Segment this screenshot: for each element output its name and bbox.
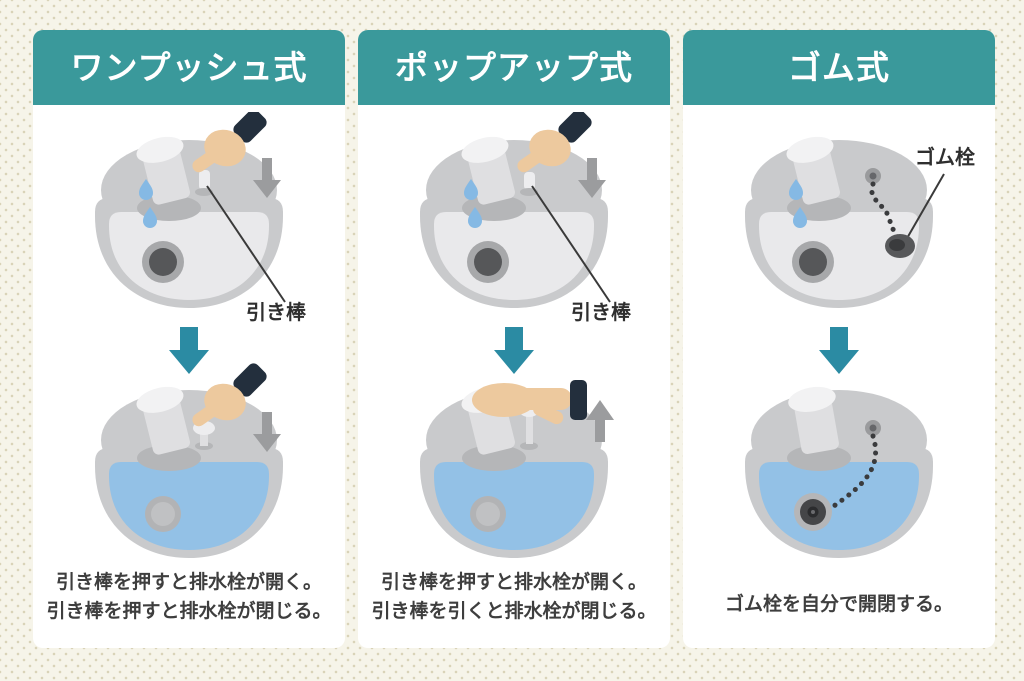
faucet: [136, 136, 190, 205]
big-down-arrow-icon: [819, 327, 859, 374]
card-rubber-header: ゴム式: [683, 30, 995, 105]
faucet-base: [137, 445, 201, 471]
pointer-line: [905, 173, 945, 241]
sleeve: [233, 112, 267, 143]
pull-rod-base: [520, 442, 538, 450]
rubber-closed-sink-illustration: [745, 386, 933, 558]
up-arrow-icon: [586, 400, 614, 442]
pull-rod-label: 引き棒: [246, 302, 306, 324]
water-drop-icon: [468, 207, 482, 228]
water-drop-icon: [139, 179, 153, 200]
rubber-caption: ゴム栓を自分で開閉する。: [683, 590, 995, 619]
card-rubber-title: ゴム式: [788, 49, 890, 86]
chain: [828, 433, 879, 511]
hand-press-icon: [517, 112, 592, 173]
faucet-base: [462, 445, 526, 471]
drain-open-icon: [149, 248, 177, 276]
hand-press-icon: [192, 112, 267, 173]
rubber-stopper-label: ゴム栓: [915, 147, 975, 169]
water-drop-icon: [789, 179, 803, 200]
faucet: [788, 386, 839, 454]
faucet: [136, 386, 190, 455]
pull-rod-label: 引き棒: [571, 302, 631, 324]
one-push-caption: 引き棒を押すと排水栓が開く。 引き棒を押すと排水栓が閉じる。: [33, 568, 345, 627]
caption-line: 引き棒を押すと排水栓が開く。: [55, 572, 322, 593]
caption-line: 引き棒を引くと排水栓が閉じる。: [371, 601, 657, 623]
faucet: [786, 136, 840, 205]
caption-line: 引き棒を押すと排水栓が閉じる。: [46, 601, 332, 623]
sleeve: [233, 363, 267, 397]
card-pop-up: ポップアップ式: [358, 30, 670, 648]
down-arrow-icon: [253, 158, 281, 198]
sink-basin-inner: [759, 212, 919, 300]
big-down-arrow-icon: [494, 327, 534, 374]
pop-up-open-sink-illustration: [420, 112, 611, 308]
sink-basin-inner: [434, 212, 594, 300]
pull-rod-stem: [200, 430, 208, 446]
drain-open-icon: [474, 248, 502, 276]
drain-open-icon: [799, 248, 827, 276]
drain-closed-icon: [476, 502, 500, 526]
one-push-open-sink-illustration: [95, 112, 286, 308]
pop-up-caption: 引き棒を押すと排水栓が開く。 引き棒を引くと排水栓が閉じる。: [358, 568, 670, 627]
pull-rod-stem: [526, 412, 533, 444]
water: [759, 462, 919, 550]
card-one-push-header: ワンプッシュ式: [33, 30, 345, 105]
card-rubber: ゴム式 ゴム栓: [683, 30, 995, 648]
card-pop-up-title: ポップアップ式: [395, 49, 633, 86]
sleeve: [570, 380, 587, 420]
hand-press-icon: [192, 363, 267, 427]
pull-rod: [524, 172, 535, 190]
rubber-open-sink-illustration: [745, 136, 945, 308]
card-one-push: ワンプッシュ式: [33, 30, 345, 648]
pop-up-closed-sink-illustration: [420, 380, 614, 558]
sink-basin-inner: [109, 212, 269, 300]
pointer-line: [206, 185, 286, 303]
drain-closed-icon: [151, 502, 175, 526]
one-push-closed-sink-illustration: [95, 363, 283, 558]
down-arrow-icon: [253, 412, 281, 452]
pointer-line: [531, 185, 611, 303]
water-drop-icon: [793, 207, 807, 228]
faucet: [461, 136, 515, 205]
down-arrow-icon: [578, 158, 606, 198]
water: [109, 462, 269, 550]
caption-line: ゴム栓を自分で開閉する。: [724, 594, 953, 615]
big-down-arrow-icon: [169, 327, 209, 374]
caption-line: 引き棒を押すと排水栓が開く。: [380, 572, 647, 593]
water: [434, 462, 594, 550]
sleeve: [558, 112, 592, 143]
water-drop-icon: [143, 207, 157, 228]
pull-rod: [199, 170, 210, 190]
card-pop-up-header: ポップアップ式: [358, 30, 670, 105]
water-drop-icon: [464, 179, 478, 200]
card-one-push-title: ワンプッシュ式: [70, 49, 308, 86]
hand-pull-icon: [472, 380, 587, 425]
